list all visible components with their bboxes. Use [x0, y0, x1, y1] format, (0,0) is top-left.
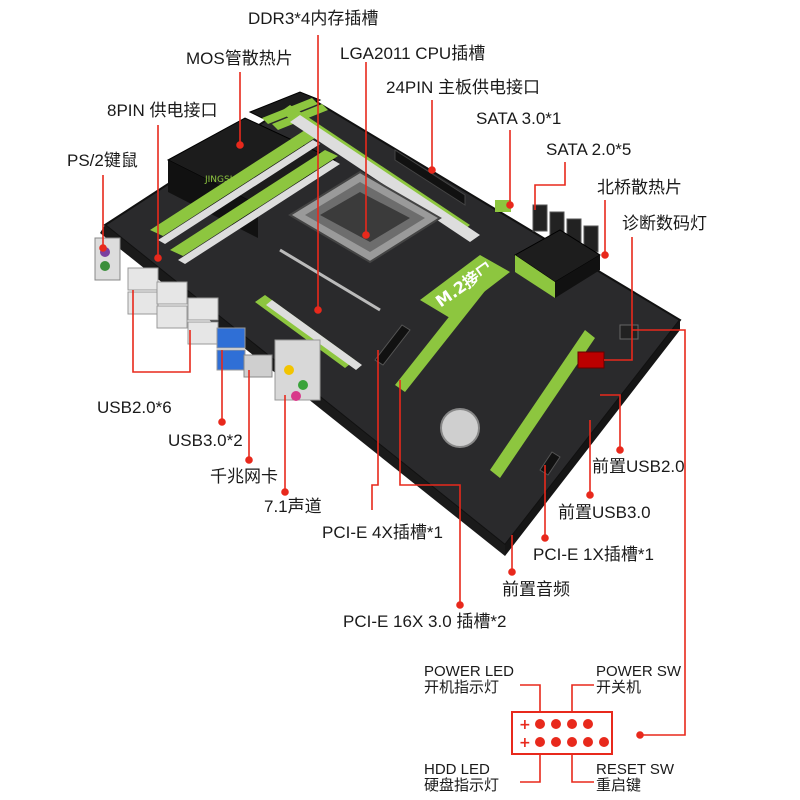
plus-top: +	[519, 717, 531, 733]
panel-power-sw-en: POWER SW	[596, 663, 681, 680]
pcie-4x-slot	[374, 324, 411, 366]
hdd-led-leader	[520, 750, 541, 783]
power-sw-leader	[571, 684, 594, 715]
label-8pin: 8PIN 供电接口	[107, 101, 218, 120]
label-pcie1x: PCI-E 1X插槽*1	[533, 545, 654, 564]
panel-reset-sw-en: RESET SW	[596, 761, 675, 778]
header-pins	[535, 719, 609, 747]
label-pcie4x: PCI-E 4X插槽*1	[322, 523, 443, 542]
label-front-audio: 前置音频	[502, 580, 570, 599]
panel-hdd-led-cn: 硬盘指示灯	[424, 777, 500, 794]
label-mos: MOS管散热片	[186, 49, 293, 68]
label-lan: 千兆网卡	[210, 467, 278, 486]
cpu-socket	[279, 170, 442, 312]
label-sata3: SATA 3.0*1	[476, 109, 562, 128]
atx-24pin-connector	[394, 149, 466, 206]
label-audio: 7.1声道	[264, 497, 322, 516]
panel-reset-sw-cn: 重启键	[596, 777, 642, 794]
label-usb3-rear: USB3.0*2	[168, 431, 243, 450]
label-pcie16x: PCI-E 16X 3.0 插槽*2	[343, 612, 507, 631]
header-outline	[511, 711, 613, 755]
panel-power-sw-cn: 开关机	[596, 679, 642, 696]
label-ddr3: DDR3*4内存插槽	[248, 9, 379, 28]
label-ps2: PS/2键鼠	[67, 151, 138, 170]
label-lga: LGA2011 CPU插槽	[340, 44, 486, 63]
ddr3-slots	[150, 105, 480, 370]
label-debug-led: 诊断数码灯	[622, 214, 707, 233]
panel-power-led-cn: 开机指示灯	[424, 679, 500, 696]
panel-hdd-led-en: HDD LED	[424, 761, 490, 778]
panel-power-led-en: POWER LED	[424, 663, 515, 680]
label-front-usb3: 前置USB3.0	[558, 503, 651, 522]
power-led-leader	[520, 684, 541, 715]
pcie-16x-slots	[395, 265, 595, 478]
label-front-usb2: 前置USB2.0	[592, 457, 685, 476]
label-usb2-rear: USB2.0*6	[97, 398, 172, 417]
reset-sw-leader	[571, 750, 594, 783]
mos-brand-text: JINGSHA	[204, 175, 243, 185]
label-sata2: SATA 2.0*5	[546, 140, 632, 159]
plus-bottom: +	[519, 735, 531, 751]
label-24pin: 24PIN 主板供电接口	[386, 78, 540, 97]
northbridge-heatsink	[514, 229, 601, 298]
label-northbridge: 北桥散热片	[597, 178, 682, 197]
